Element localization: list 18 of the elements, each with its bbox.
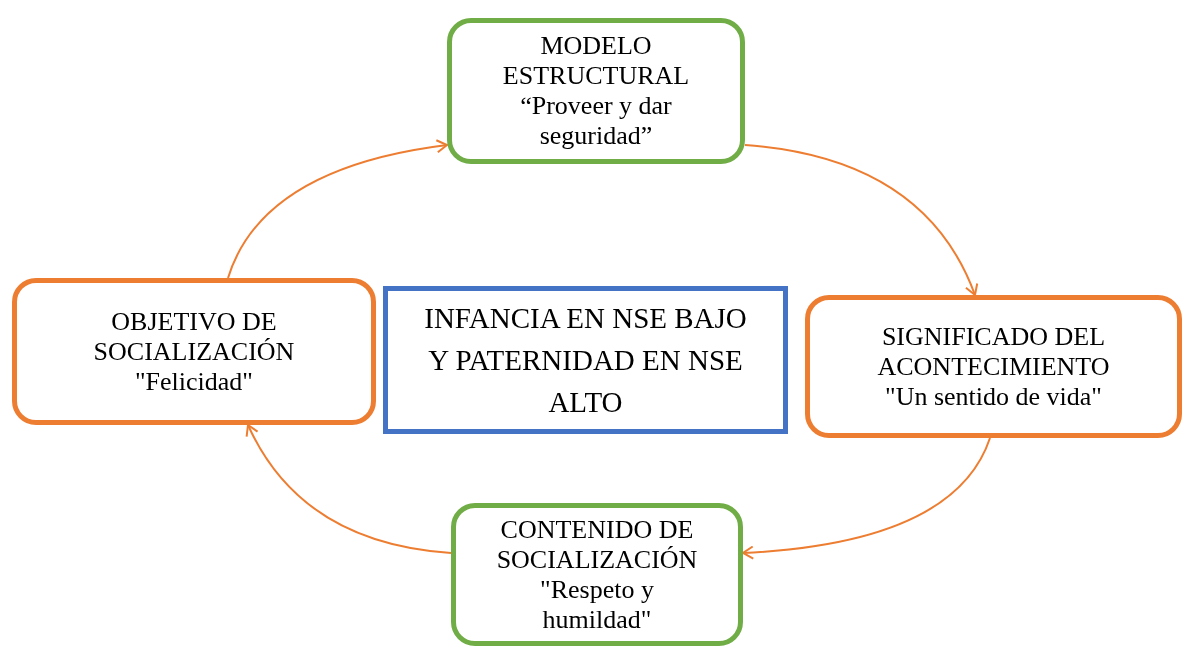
text-box bbox=[451, 503, 743, 646]
box-quote: "Un sentido de vida" bbox=[884, 381, 1103, 412]
text-box bbox=[383, 286, 788, 434]
curved-arrow bbox=[744, 144, 978, 296]
curved-arrow bbox=[742, 437, 991, 560]
box-heading: MODELO ESTRUCTURAL bbox=[501, 31, 691, 91]
text-box bbox=[447, 18, 745, 164]
box-heading: OBJETIVO DE SOCIALIZACIÓN bbox=[92, 306, 296, 367]
box-quote: "Respeto y humildad" bbox=[539, 574, 655, 635]
text-box bbox=[805, 295, 1182, 438]
box-quote: "Felicidad" bbox=[134, 366, 254, 397]
box-heading: INFANCIA EN NSE BAJO Y PATERNIDAD EN NSE ALTO bbox=[423, 301, 748, 420]
box-heading: CONTENIDO DE SOCIALIZACIÓN bbox=[495, 514, 699, 575]
box-heading: SIGNIFICADO DEL ACONTECIMIENTO bbox=[876, 321, 1111, 382]
curved-arrow bbox=[246, 424, 452, 554]
text-box bbox=[12, 278, 376, 425]
box-quote: “Proveer y dar seguridad” bbox=[519, 91, 673, 151]
curved-arrow bbox=[227, 139, 448, 279]
